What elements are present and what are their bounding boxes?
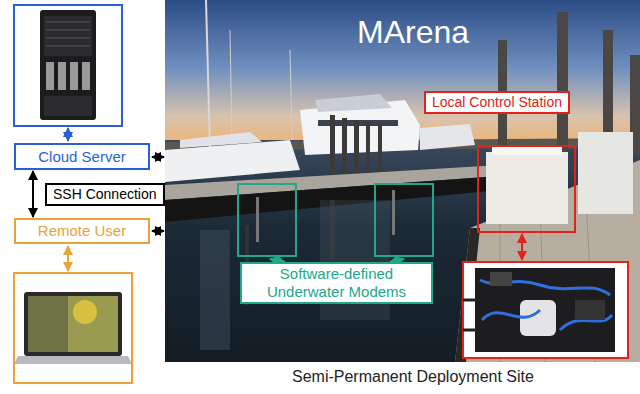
title: MArena	[357, 14, 469, 51]
box-label: Cloud Server	[38, 148, 126, 166]
modem-outline	[238, 184, 296, 256]
link-arrow	[152, 156, 164, 158]
cloud-server-box: Cloud Server	[14, 143, 150, 170]
marina-photo	[165, 0, 640, 362]
caption: Semi-Permanent Deployment Site	[292, 368, 534, 386]
remote-user-box: Remote User	[14, 218, 150, 244]
modems-label-box: Software-defined Underwater Modems	[240, 262, 433, 304]
laptop-picture	[14, 273, 132, 383]
link-arrow	[67, 246, 69, 271]
box-label: Remote User	[38, 222, 126, 240]
station-outline	[478, 146, 575, 232]
ssh-label-box: SSH Connection	[45, 183, 165, 206]
station-label-box: Local Control Station	[424, 91, 570, 114]
box-label: Software-defined Underwater Modems	[248, 265, 425, 301]
box-label: SSH Connection	[53, 186, 157, 203]
control-box-photo	[463, 262, 628, 358]
box-label: Local Control Station	[432, 94, 562, 111]
server-picture	[14, 5, 122, 126]
modem-outline	[375, 184, 433, 256]
link-arrow	[152, 230, 164, 232]
link-arrow	[67, 128, 69, 141]
connector	[32, 171, 34, 217]
leader-arrow	[521, 234, 523, 260]
